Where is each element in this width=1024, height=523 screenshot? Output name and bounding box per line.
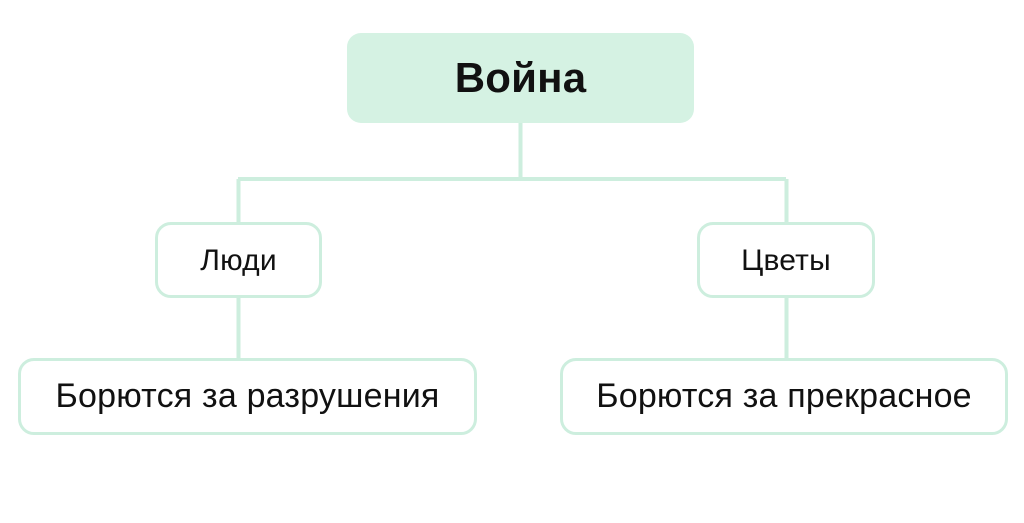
node-leaf-right-label: Борются за прекрасное [596, 376, 972, 415]
node-root-label: Война [454, 53, 587, 101]
node-leaf-right: Борются за прекрасное [560, 358, 1008, 435]
node-root: Война [347, 33, 694, 123]
node-branch-left: Люди [155, 222, 322, 298]
node-branch-right-label: Цветы [741, 243, 831, 277]
node-branch-left-label: Люди [200, 243, 277, 277]
node-leaf-left: Борются за разрушения [18, 358, 477, 435]
node-branch-right: Цветы [697, 222, 875, 298]
node-leaf-left-label: Борются за разрушения [55, 376, 440, 415]
